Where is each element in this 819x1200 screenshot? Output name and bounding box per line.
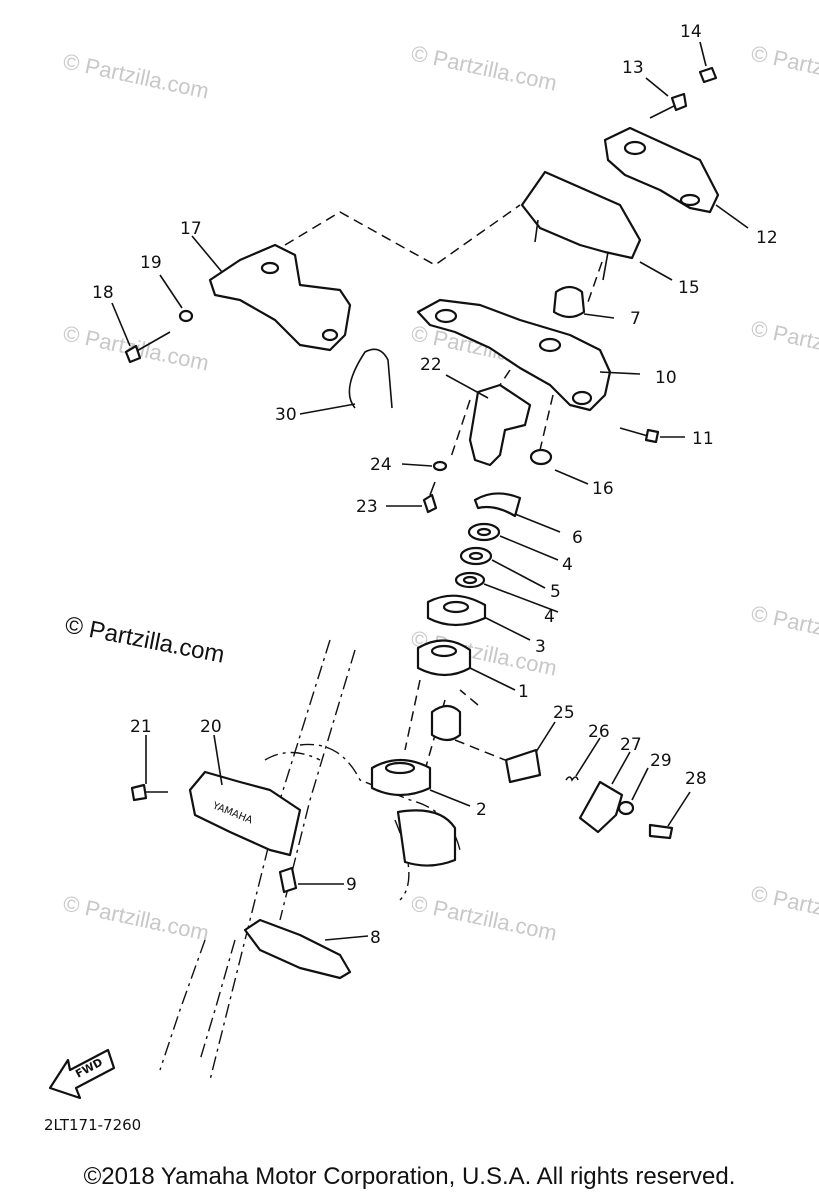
part-23-bolt	[422, 481, 438, 514]
callout-10: 10	[655, 368, 677, 388]
part-18-bolt	[124, 331, 171, 364]
part-25-fitting	[430, 704, 542, 784]
part-12-clamp	[603, 126, 720, 214]
watermark: © Partzilla.com	[409, 40, 559, 95]
callout-28: 28	[685, 769, 707, 789]
callout-27: 27	[620, 735, 642, 755]
watermark: © Partzilla.com	[61, 890, 211, 945]
callout-8: 8	[370, 928, 381, 948]
part-20-emblem-bracket: YAMAHA	[188, 770, 302, 857]
watermark: © Partzilla.com	[749, 600, 819, 655]
callout-4b: 4	[544, 607, 555, 627]
part-19-washer	[178, 309, 194, 323]
part-8-guard	[243, 918, 352, 980]
callout-25: 25	[553, 703, 575, 723]
callout-1: 1	[518, 682, 529, 702]
callout-19: 19	[140, 253, 162, 273]
callout-26: 26	[588, 722, 610, 742]
callout-3: 3	[535, 637, 546, 657]
part-22-bracket	[468, 383, 532, 467]
callout-15: 15	[678, 278, 700, 298]
callout-20: 20	[200, 717, 222, 737]
callout-9: 9	[346, 875, 357, 895]
callout-14: 14	[680, 22, 702, 42]
copyright-notice: ©2018 Yamaha Motor Corporation, U.S.A. A…	[83, 1163, 736, 1190]
part-5-nut	[459, 546, 493, 566]
watermark: © Partzilla.com	[749, 880, 819, 935]
watermark: © Partzilla.com	[409, 890, 559, 945]
callout-22: 22	[420, 355, 442, 375]
fwd-arrow-icon: FWD	[48, 1048, 116, 1100]
callout-5: 5	[550, 582, 561, 602]
part-10-bracket	[416, 298, 612, 412]
callout-6: 6	[572, 528, 583, 548]
part-16-nut	[529, 448, 553, 466]
callout-16: 16	[592, 479, 614, 499]
part-21-bolt	[130, 783, 168, 802]
part-26-spring	[565, 776, 579, 782]
part-3-dust-seal	[426, 594, 487, 627]
watermark: © Partzilla.com	[61, 48, 211, 103]
callout-17: 17	[180, 219, 202, 239]
leader-lines	[111, 41, 749, 941]
part-29-washer	[617, 800, 635, 816]
callout-7: 7	[630, 309, 641, 329]
watermark: © Partzilla.com	[749, 40, 819, 95]
part-17-cover	[208, 243, 352, 352]
part-4-washer-upper	[467, 522, 501, 542]
watermark-bold: © Partzilla.com	[63, 611, 227, 668]
callout-24: 24	[370, 455, 392, 475]
part-2-bearing	[370, 758, 432, 797]
part-9-bolt	[278, 866, 298, 894]
part-11-bolt	[619, 427, 660, 444]
part-7-cap	[552, 285, 586, 319]
callout-18: 18	[92, 283, 114, 303]
part-13-bolt	[649, 92, 688, 119]
part-14-nut	[698, 66, 718, 84]
part-30-clip	[348, 348, 393, 409]
callout-11: 11	[692, 429, 714, 449]
callout-21: 21	[130, 717, 152, 737]
part-15-holder	[520, 170, 642, 281]
diagram-code: 2LT171-7260	[44, 1116, 141, 1134]
part-28-bolt	[648, 823, 674, 840]
frame-outline	[159, 639, 461, 1081]
callout-13: 13	[622, 58, 644, 78]
watermark: © Partzilla.com	[749, 315, 819, 370]
part-27-plate	[578, 780, 624, 834]
callout-labels: 14 13 12 15 17 19 18 7 10 11 22 30 24 16…	[92, 22, 778, 948]
callout-30: 30	[275, 405, 297, 425]
callout-2: 2	[476, 800, 487, 820]
callout-12: 12	[756, 228, 778, 248]
part-6-washer	[473, 492, 522, 518]
part-4-washer-lower	[454, 571, 486, 589]
callout-23: 23	[356, 497, 378, 517]
callout-4a: 4	[562, 555, 573, 575]
callout-29: 29	[650, 751, 672, 771]
part-24-nut	[432, 460, 448, 472]
part-1-bearing	[416, 639, 472, 677]
